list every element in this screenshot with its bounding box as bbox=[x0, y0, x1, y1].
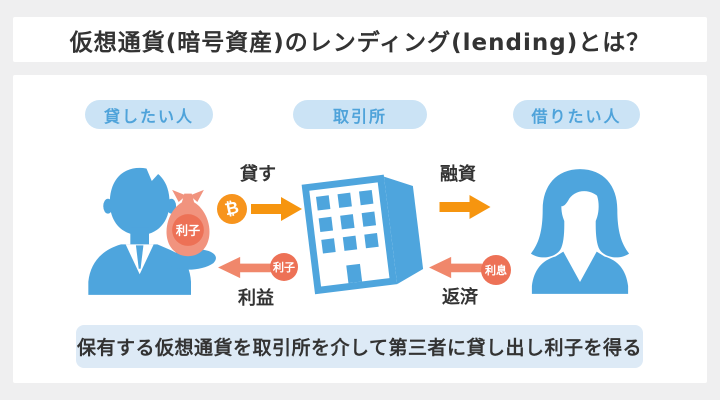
profit-interest-badge: 利子 bbox=[270, 253, 298, 281]
bitcoin-symbol: ₿ bbox=[223, 197, 241, 220]
finance-flow-label: 融資 bbox=[440, 164, 476, 185]
actor-pill-exchange-label: 取引所 bbox=[332, 106, 387, 126]
lend-flow-label: 貸す bbox=[240, 164, 276, 185]
lender-person-icon bbox=[88, 167, 216, 295]
actor-pill-borrower-label: 借りたい人 bbox=[531, 106, 622, 126]
repay-flow-label: 返済 bbox=[442, 287, 478, 308]
actor-pill-exchange: 取引所 bbox=[293, 100, 427, 129]
finance-arrow-icon bbox=[439, 195, 491, 219]
profit-interest-badge-label: 利子 bbox=[273, 261, 295, 274]
page-title: 仮想通貨(暗号資産)のレンディング(lending)とは？ bbox=[69, 29, 651, 56]
money-bag-icon: 利子 bbox=[166, 189, 210, 257]
summary-box: 保有する仮想通貨を取引所を介して第三者に貸し出し利子を得る bbox=[76, 325, 643, 368]
lend-arrow-icon bbox=[251, 197, 302, 221]
bitcoin-icon: ₿ bbox=[217, 194, 247, 224]
summary-text: 保有する仮想通貨を取引所を介して第三者に貸し出し利子を得る bbox=[77, 337, 642, 359]
profit-arrow-icon bbox=[218, 256, 271, 279]
repayment-arrow-icon bbox=[429, 256, 482, 279]
exchange-building-icon bbox=[301, 174, 424, 295]
title-banner: 仮想通貨(暗号資産)のレンディング(lending)とは？ bbox=[13, 17, 707, 62]
actor-pill-borrower: 借りたい人 bbox=[513, 100, 640, 129]
profit-flow-label: 利益 bbox=[238, 288, 274, 309]
repay-interest-badge-label: 利息 bbox=[485, 264, 507, 277]
actor-pill-lender: 貸したい人 bbox=[85, 100, 213, 129]
borrower-person-icon bbox=[530, 169, 630, 294]
money-bag-label: 利子 bbox=[175, 223, 200, 238]
actor-pill-lender-label: 貸したい人 bbox=[103, 106, 194, 126]
repay-interest-badge: 利息 bbox=[481, 255, 511, 285]
